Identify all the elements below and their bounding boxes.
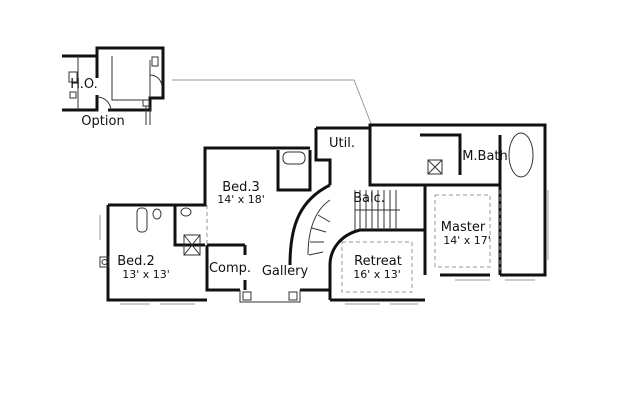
inset-caption: Option (81, 114, 124, 129)
bed3-label: Bed.3 (222, 180, 260, 195)
comp-label: Comp. (209, 261, 251, 276)
windows (99, 190, 549, 305)
retreat-label: Retreat (354, 254, 402, 269)
inset-room-label: H.O. (70, 77, 98, 92)
stair (307, 190, 400, 256)
master-size: 14' x 17' (443, 234, 491, 247)
bed2-size: 13' x 13' (122, 268, 170, 281)
util-label: Util. (329, 136, 355, 151)
fixtures (99, 132, 534, 303)
retreat-size: 16' x 13' (353, 268, 401, 281)
main-walls (106, 123, 547, 302)
gallery-label: Gallery (262, 264, 309, 279)
bed2-label: Bed.2 (117, 254, 155, 269)
master-label: Master (441, 220, 486, 235)
option-inset (62, 46, 165, 125)
balc-label: Balc. (353, 191, 385, 206)
dashed-outlines (206, 190, 501, 293)
mbath-label: M.Bath (462, 149, 508, 164)
leader-line (172, 79, 373, 127)
bed3-size: 14' x 18' (217, 193, 265, 206)
